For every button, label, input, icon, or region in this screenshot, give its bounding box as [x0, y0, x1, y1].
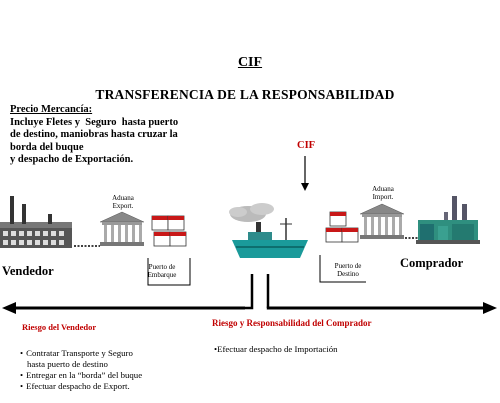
aduana-export-line: Aduana — [112, 194, 134, 202]
seller-label: Vendedor — [2, 264, 54, 278]
customs-building-icon — [99, 211, 145, 246]
price-line: Incluye Fletes y Seguro hasta puerto — [10, 116, 179, 128]
seller-duties-list: Contratar Transporte y Seguro hasta puer… — [20, 348, 142, 392]
puerto-destino-label: Puerto de Destino — [325, 262, 371, 278]
puerto-embarque-line: Puerto de — [148, 263, 176, 271]
price-line: de destino, maniobras hasta cruzar la — [10, 129, 178, 140]
aduana-export-label: Aduana Export. — [103, 194, 143, 210]
list-item: Entregar en la “borda” del buque — [20, 370, 142, 381]
factory-icon — [0, 196, 72, 248]
puerto-embarque-label: Puerto de Embarque — [137, 263, 187, 279]
list-item: Efectuar despacho de Export. — [20, 381, 142, 392]
seller-risk-arrow-icon — [2, 274, 254, 314]
price-description: Precio Mercancía: Incluye Fletes y Segur… — [10, 104, 230, 167]
buyer-risk-label: Riesgo y Responsabilidad del Comprador — [212, 318, 372, 328]
aduana-import-line: Import. — [372, 193, 394, 201]
list-item: Contratar Transporte y Seguro — [20, 348, 142, 359]
buyer-label: Comprador — [400, 256, 464, 270]
diagram-title: CIF — [237, 55, 263, 70]
buyer-duty-item: •Efectuar despacho de Importación — [214, 344, 338, 354]
customs-building-icon — [359, 203, 405, 239]
puerto-destino-bracket — [319, 255, 366, 283]
ship-icon — [229, 203, 308, 258]
diagram-subtitle: TRANSFERENCIA DE LA RESPONSABILIDAD — [95, 87, 395, 102]
aduana-export-line: Export. — [112, 202, 134, 210]
puerto-embarque-line: Embarque — [147, 271, 177, 279]
containers-icon — [151, 215, 187, 247]
price-heading: Precio Mercancía: — [10, 104, 93, 115]
power-plant-icon — [416, 196, 480, 244]
price-line: y despacho de Exportación. — [10, 154, 134, 165]
aduana-import-line: Aduana — [372, 185, 394, 193]
price-line: borda del buque — [10, 141, 84, 153]
aduana-import-label: Aduana Import. — [363, 185, 403, 201]
buyer-risk-arrow-icon — [266, 274, 497, 314]
puerto-destino-line: Puerto de — [334, 262, 362, 270]
puerto-destino-line: Destino — [337, 270, 359, 278]
seller-risk-label: Riesgo del Vendedor — [22, 322, 97, 332]
containers-icon — [325, 211, 359, 243]
cif-marker-label: CIF — [297, 140, 316, 151]
cif-arrow-icon — [301, 156, 309, 191]
list-item: hasta puerto de destino — [27, 359, 108, 369]
puerto-embarque-bracket — [147, 258, 191, 286]
